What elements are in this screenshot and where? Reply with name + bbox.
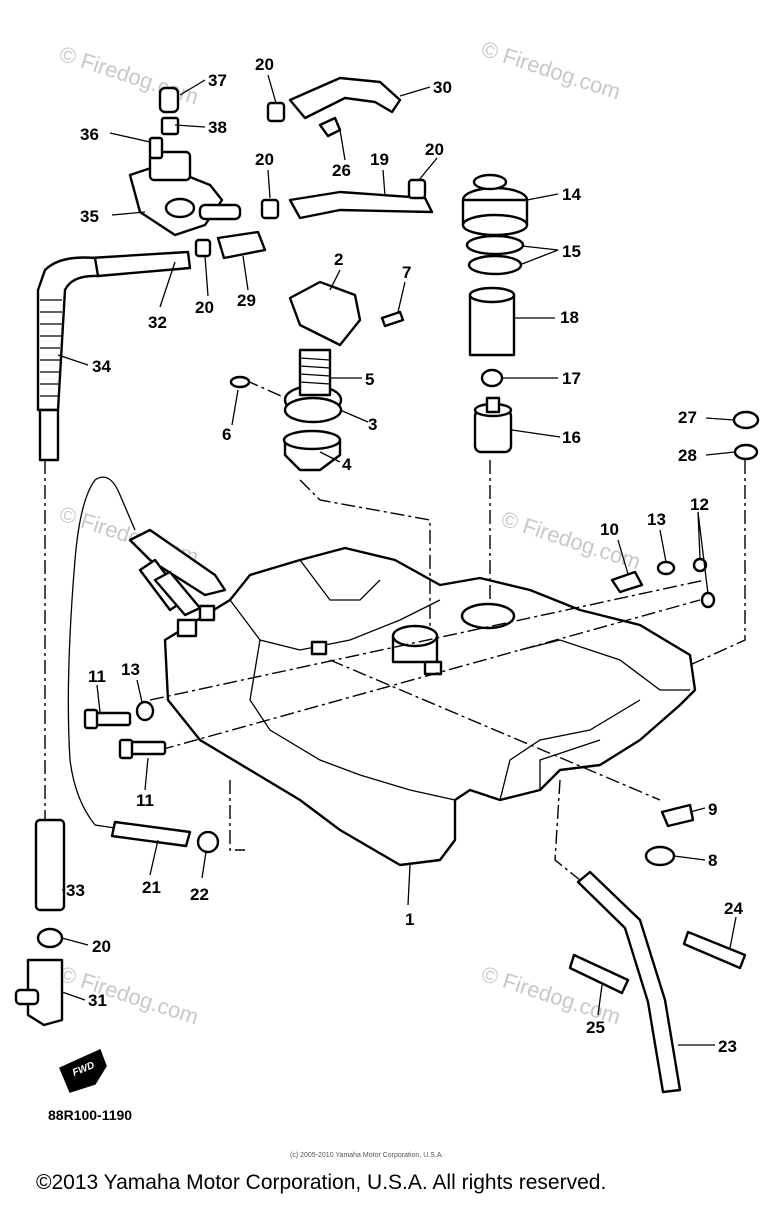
label-31: 31 — [88, 991, 107, 1010]
label-22: 22 — [190, 885, 209, 904]
drawing-code: 88R100-1190 — [48, 1107, 132, 1123]
label-1: 1 — [405, 910, 414, 929]
fuel-tank — [163, 546, 697, 867]
label-14: 14 — [562, 185, 581, 204]
label-28: 28 — [678, 446, 697, 465]
label-13a: 13 — [647, 510, 666, 529]
label-5: 5 — [365, 370, 374, 389]
label-36: 36 — [80, 125, 99, 144]
label-34: 34 — [92, 357, 111, 376]
label-24: 24 — [724, 899, 743, 918]
label-20c: 20 — [425, 140, 444, 159]
label-19: 19 — [370, 150, 389, 169]
label-29: 29 — [237, 291, 256, 310]
label-15: 15 — [562, 242, 581, 261]
watermark: © Firedog.com — [498, 506, 643, 574]
mounting-parts — [83, 410, 760, 1094]
label-20b: 20 — [255, 150, 274, 169]
vent-hoses — [36, 250, 192, 462]
watermark: © Firedog.com — [56, 41, 201, 109]
fuel-sender-parts — [461, 173, 529, 454]
label-38: 38 — [208, 118, 227, 137]
label-11b: 11 — [136, 791, 154, 810]
label-37: 37 — [208, 71, 227, 90]
label-7: 7 — [402, 263, 411, 282]
label-25: 25 — [586, 1018, 605, 1037]
label-30: 30 — [433, 78, 452, 97]
label-2: 2 — [334, 250, 343, 269]
label-8: 8 — [708, 851, 717, 870]
label-32: 32 — [148, 313, 167, 332]
label-3: 3 — [368, 415, 377, 434]
label-21: 21 — [142, 878, 161, 897]
label-4: 4 — [342, 455, 352, 474]
label-18: 18 — [560, 308, 579, 327]
breather-hoses — [128, 528, 227, 617]
label-20d: 20 — [195, 298, 214, 317]
label-20a: 20 — [255, 55, 274, 74]
label-11a: 11 — [88, 667, 106, 686]
label-13b: 13 — [121, 660, 140, 679]
tiny-notice: (c) 2005-2010 Yamaha Motor Corporation, … — [290, 1152, 443, 1159]
label-23: 23 — [718, 1037, 737, 1056]
label-6: 6 — [222, 425, 231, 444]
label-12: 12 — [690, 495, 709, 514]
label-26: 26 — [332, 161, 351, 180]
label-27: 27 — [678, 408, 697, 427]
filler-cap-parts — [229, 280, 405, 472]
label-35: 35 — [80, 207, 99, 226]
fwd-arrow: FWD — [59, 1048, 107, 1093]
label-33: 33 — [66, 881, 85, 900]
label-20e: 20 — [92, 937, 111, 956]
watermark: © Firedog.com — [478, 36, 623, 104]
watermark: © Firedog.com — [56, 961, 201, 1029]
part-labels: 1 2 3 4 5 6 7 8 9 10 11 11 12 13 13 14 1… — [66, 55, 743, 1056]
fuel-cock-assembly — [128, 86, 242, 237]
leader-lines — [44, 379, 746, 881]
hoses-upper — [194, 76, 434, 260]
callout-leaders — [57, 74, 737, 1046]
label-10: 10 — [600, 520, 619, 539]
label-16: 16 — [562, 428, 581, 447]
label-9: 9 — [708, 800, 717, 819]
copyright-text: ©2013 Yamaha Motor Corporation, U.S.A. A… — [36, 1171, 606, 1194]
drain-parts — [14, 818, 66, 1027]
label-17: 17 — [562, 369, 581, 388]
